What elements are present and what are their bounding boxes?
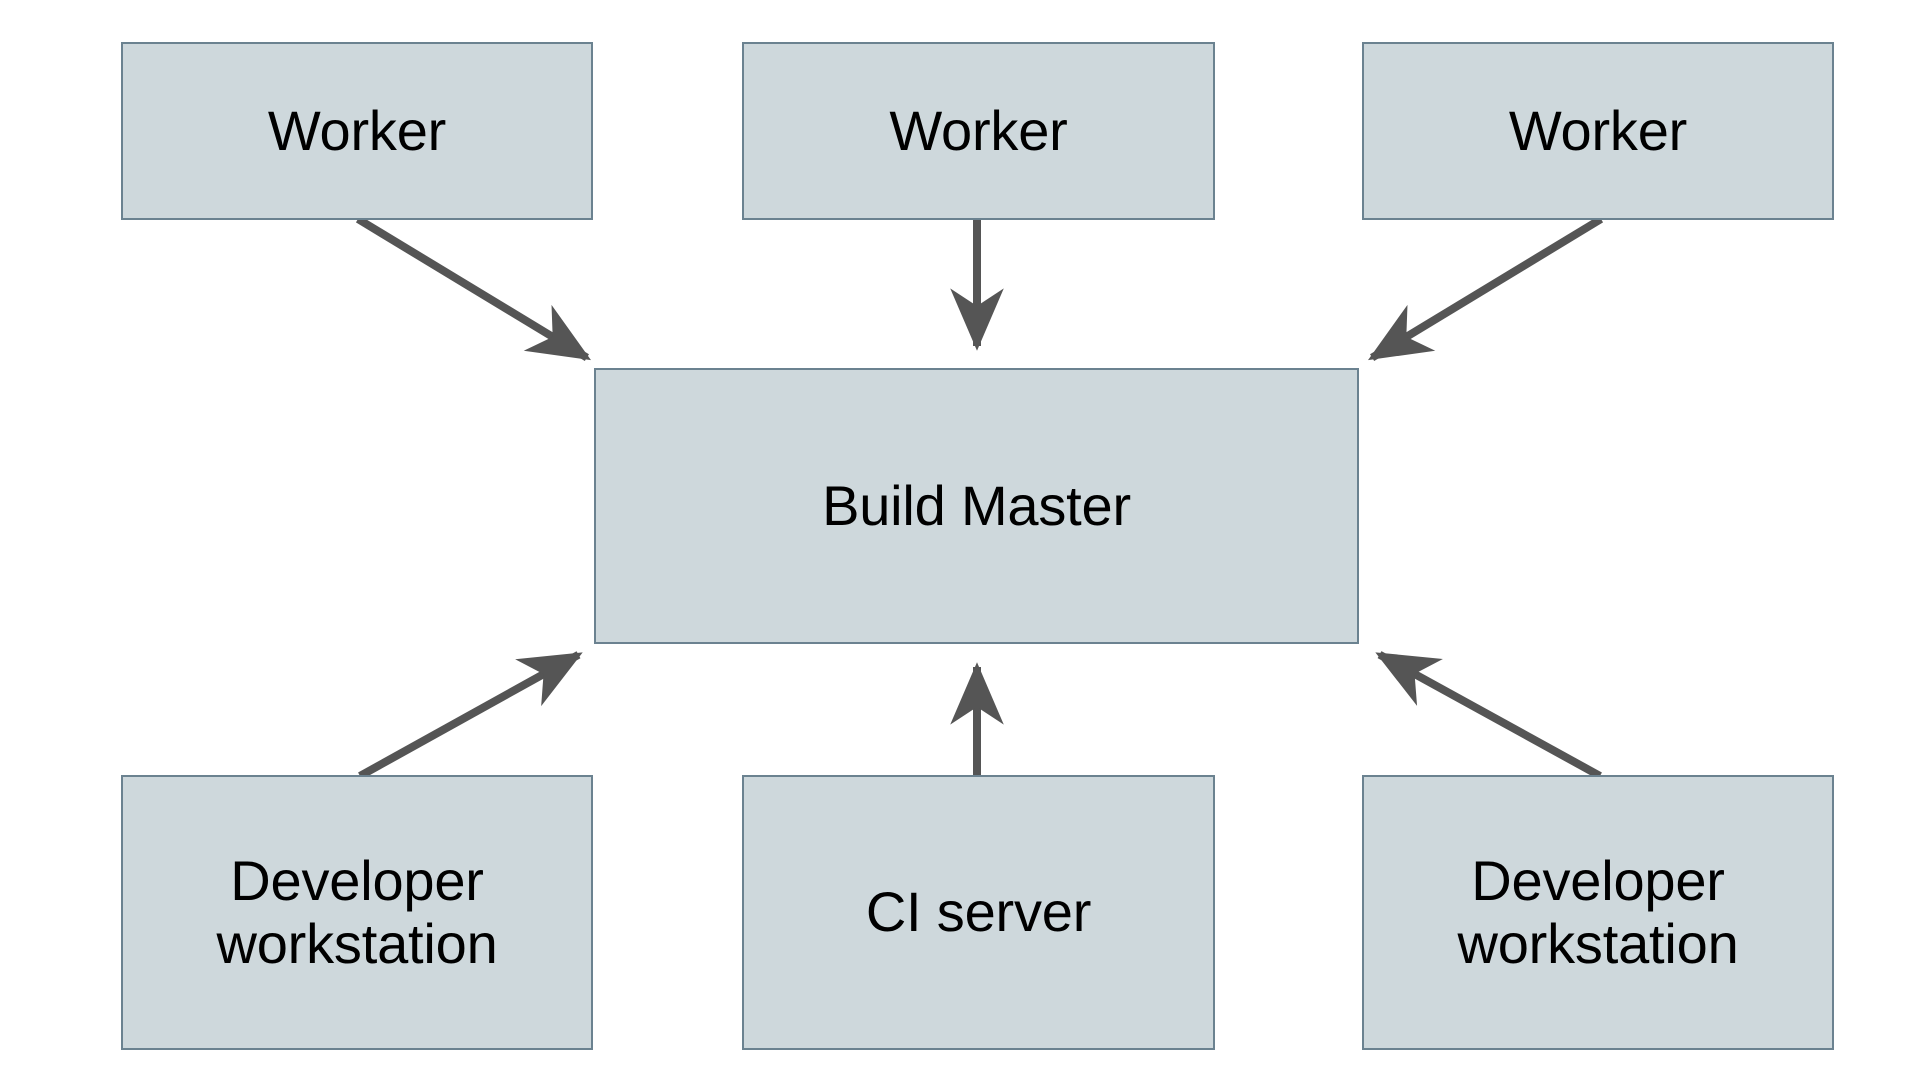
node-label: Developer workstation [1457,848,1739,975]
node-label: Worker [267,98,447,162]
node-label: CI server [865,880,1092,944]
node-worker-3[interactable]: Worker [1362,42,1834,220]
node-label: Developer workstation [216,848,498,975]
arrow-worker-1-to-build-master [355,215,591,362]
arrow-developer-workstation-right-to-build-master [1375,651,1602,780]
node-label: Worker [1508,98,1688,162]
node-ci-server[interactable]: CI server [742,775,1215,1050]
node-build-master[interactable]: Build Master [594,368,1359,644]
arrow-worker-3-to-build-master [1368,215,1604,362]
node-developer-workstation-right[interactable]: Developer workstation [1362,775,1834,1050]
node-worker-1[interactable]: Worker [121,42,593,220]
node-developer-workstation-left[interactable]: Developer workstation [121,775,593,1050]
node-worker-2[interactable]: Worker [742,42,1215,220]
arrow-developer-workstation-left-to-build-master [358,651,583,780]
node-label: Build Master [822,473,1131,537]
node-label: Worker [889,98,1068,162]
